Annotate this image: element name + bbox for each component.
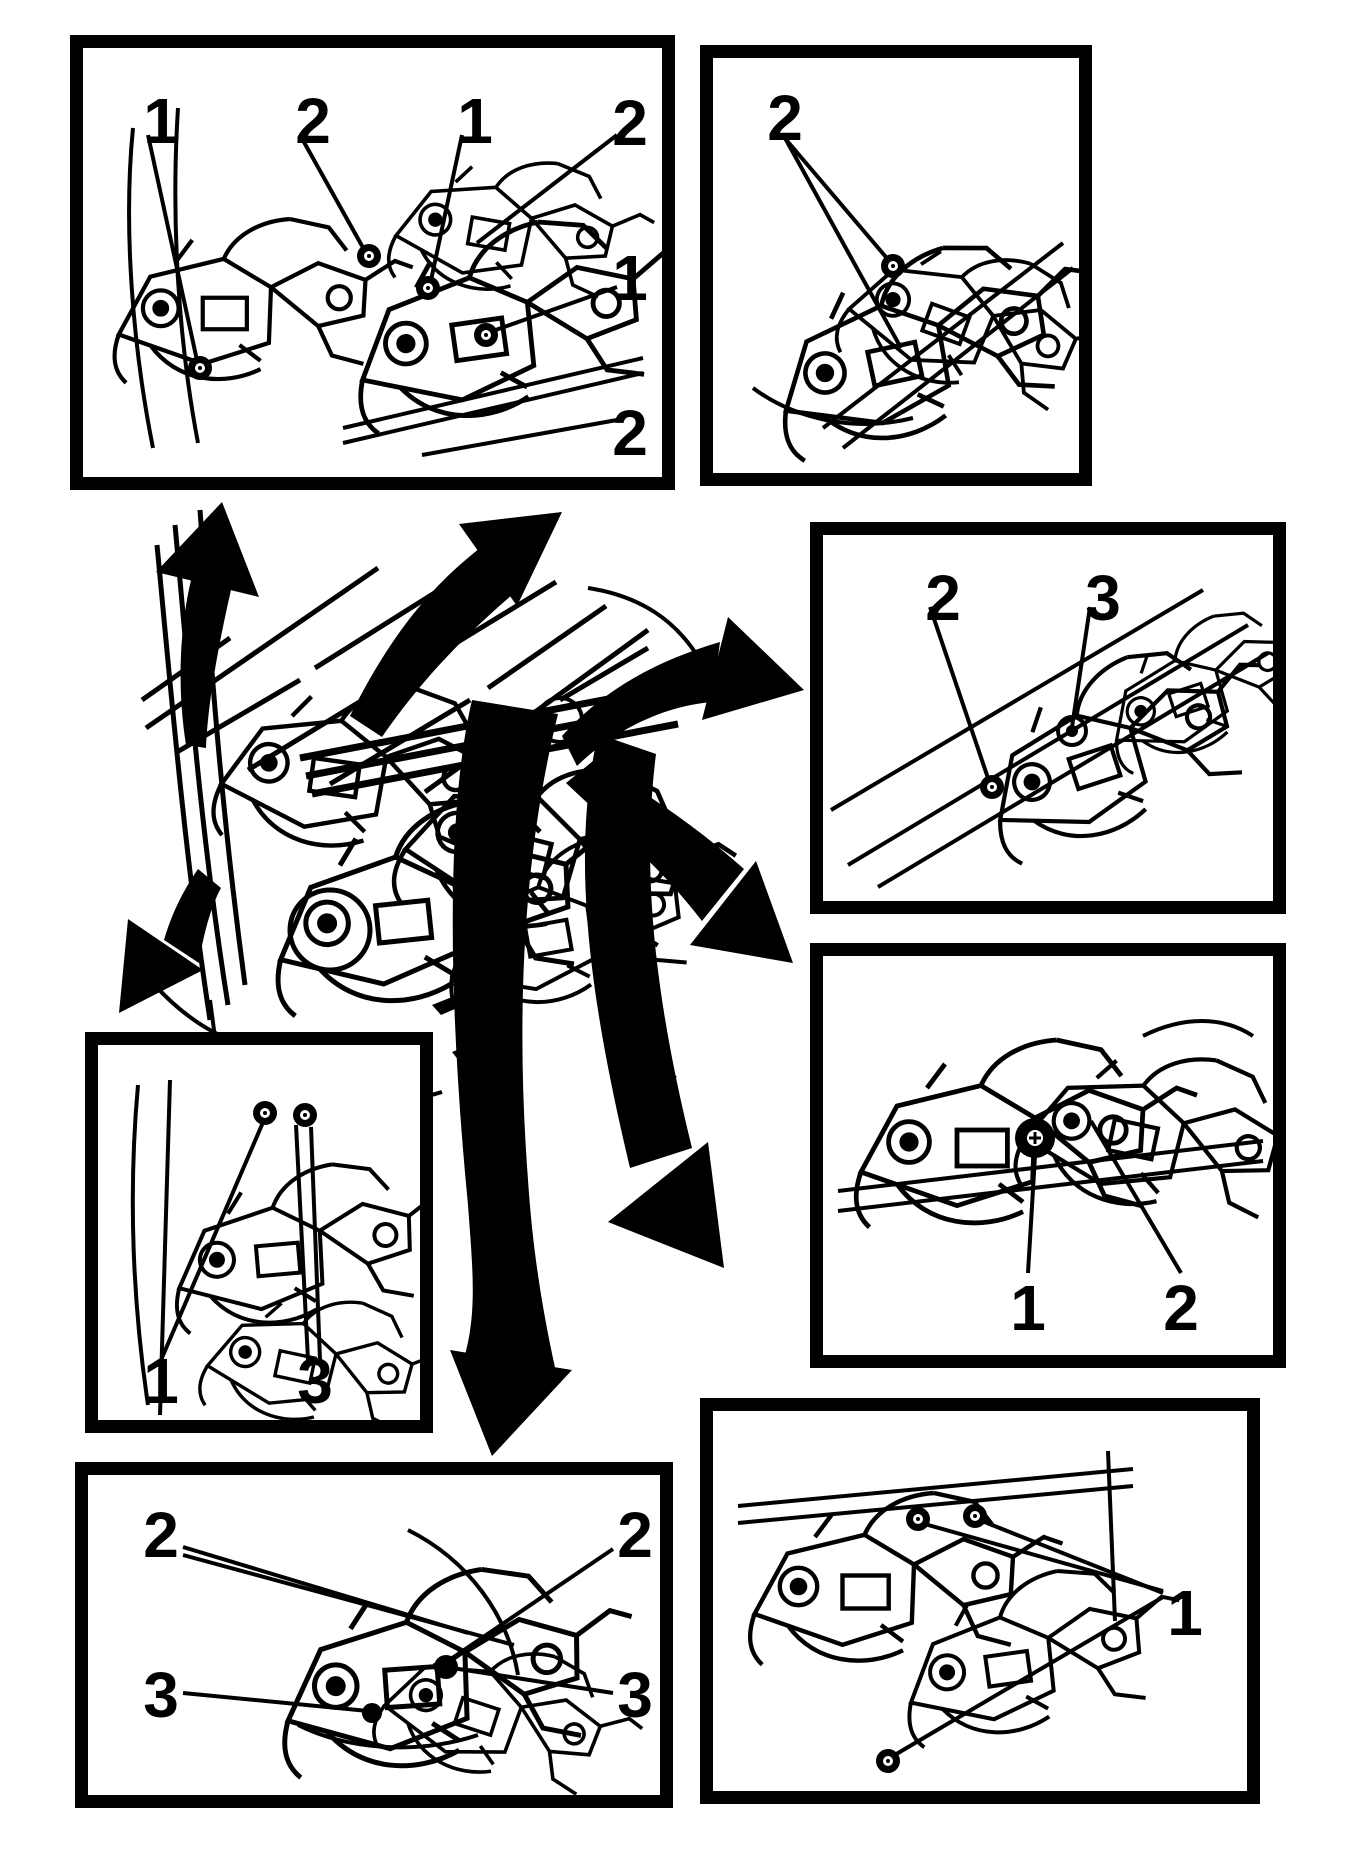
callout-label: 2	[925, 562, 961, 634]
callout-label: 1	[143, 85, 179, 157]
connector-arrows	[119, 502, 804, 1456]
callout-label: 1	[1167, 1577, 1203, 1649]
callout-label: 2	[612, 87, 648, 159]
callout-label: 2	[612, 397, 648, 469]
curved-arrow-to-bottom-left-panel	[450, 700, 572, 1456]
callout-label: 2	[1163, 1272, 1199, 1344]
callout-label: 2	[143, 1499, 179, 1571]
panel-bottom-right-art	[737, 1450, 1197, 1773]
curved-arrow-to-bottom-right-panel	[584, 734, 724, 1268]
detail-panel-bottom-left: 2 2 3 3	[75, 1462, 673, 1808]
detail-panel-top-right: 2	[700, 45, 1092, 486]
leader-lines	[182, 1545, 615, 1713]
detail-panel-top-left: 1 2 1 2 1 2	[70, 35, 675, 490]
detail-panel-mid-left: 1 3	[85, 1032, 433, 1433]
panel-top-right-art	[751, 134, 1079, 473]
detail-panel-mid-right-upper: 2 3	[810, 522, 1286, 914]
callout-label: 3	[1085, 562, 1121, 634]
callout-label: 1	[457, 85, 493, 157]
curved-arrow-to-top-left-panel	[156, 502, 259, 748]
callout-label: 1	[612, 242, 648, 314]
callout-label: 2	[767, 82, 803, 154]
leader-lines	[159, 1119, 322, 1361]
detail-panel-mid-right-lower: 1 2	[810, 943, 1286, 1368]
callout-label: 3	[143, 1659, 179, 1731]
callout-label: 1	[143, 1345, 179, 1417]
leader-lines	[1026, 1119, 1183, 1275]
leader-lines	[891, 1517, 1165, 1758]
curved-arrow-to-top-right-panel	[350, 512, 562, 737]
leader-lines	[781, 134, 903, 349]
callout-label: 2	[295, 85, 331, 157]
panel-bottom-left-art	[182, 1528, 657, 1795]
panel-mid-left-art	[130, 1079, 420, 1420]
leader-lines	[146, 133, 619, 457]
detail-panel-bottom-right: 1	[700, 1398, 1260, 1804]
curved-arrow-to-mid-left-panel	[119, 869, 221, 1013]
callout-label: 1	[1010, 1272, 1046, 1344]
callout-label: 3	[297, 1345, 333, 1417]
leader-lines	[928, 606, 1092, 785]
callout-label: 3	[617, 1659, 653, 1731]
curved-arrow-to-mid-right-upper-panel	[562, 617, 804, 766]
panel-mid-right-lower-art	[837, 1019, 1273, 1275]
callout-label: 2	[617, 1499, 653, 1571]
panel-top-left-art	[83, 107, 662, 457]
panel-mid-right-upper-art	[829, 585, 1273, 889]
